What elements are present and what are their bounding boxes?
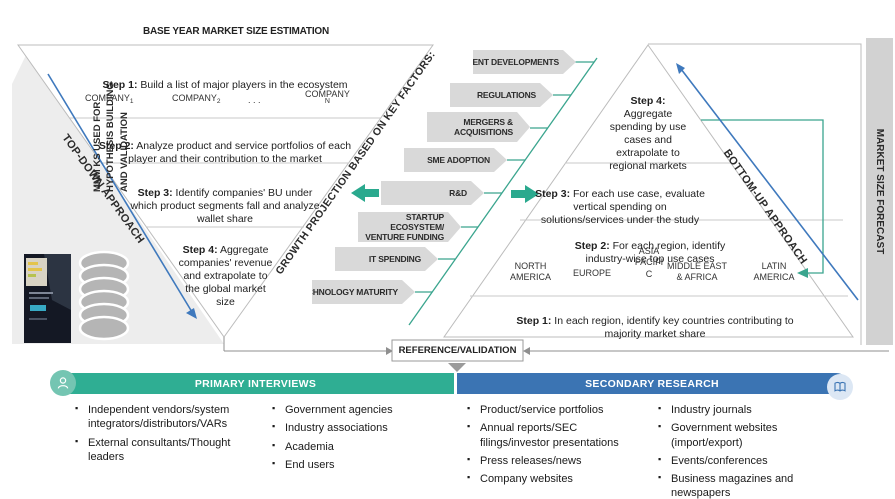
primary-list-col1: Independent vendors/system integrators/d…: [75, 403, 265, 468]
company-2: COMPANY2: [172, 93, 221, 105]
teal-arrowhead: [797, 268, 808, 278]
down-triangle-icon: [448, 363, 466, 372]
company-1: COMPANY1: [85, 93, 134, 105]
td-step2: Step 2: Analyze product and service port…: [98, 140, 352, 166]
base-year-title: BASE YEAR MARKET SIZE ESTIMATION: [143, 26, 330, 37]
factor-startup-ecosystem: STARTUP ECOSYSTEM/ VENTURE FUNDING: [358, 212, 461, 242]
factor-sme-adoption: SME ADOPTION: [404, 148, 507, 172]
factor-recent-developments: RECENT DEVELOPMENTS: [473, 50, 576, 74]
teal-connector-lines: [408, 57, 824, 326]
region-europe: EUROPE: [572, 268, 611, 278]
green-right-arrow: [511, 185, 539, 203]
list-item: Events/conferences: [658, 454, 838, 468]
report-thumbnail: [24, 254, 71, 343]
list-item: Industry associations: [272, 421, 447, 435]
td-step3: Step 3: Identify companies' BU under whi…: [130, 187, 320, 226]
list-item: Press releases/news: [467, 454, 642, 468]
secondary-list-col1: Product/service portfolios Annual report…: [467, 403, 642, 490]
list-item: Government websites (import/export): [658, 421, 838, 450]
database-stack-icon: [78, 250, 130, 341]
bu-step3: Step 3: For each use case, evaluate vert…: [535, 188, 705, 227]
list-item: Business magazines and newspapers: [658, 472, 838, 499]
company-dots: . . .: [248, 95, 261, 105]
secondary-list-col2: Industry journals Government websites (i…: [658, 403, 838, 499]
blue-direction-arrows: [47, 63, 859, 319]
reference-box-border: [391, 339, 524, 362]
right-sidebar-label: MARKET SIZE FORECAST: [874, 128, 885, 255]
factor-mergers-acquisitions: MERGERS & ACQUISITIONS: [427, 112, 530, 142]
td-step4: Step 4: Aggregate companies' revenue and…: [178, 244, 273, 309]
bu-step2: Step 2: For each region, identify indust…: [574, 240, 726, 266]
market-size-forecast-bar: [866, 38, 893, 345]
bu-step1: Step 1: In each region, identify key cou…: [516, 315, 794, 341]
region-middle-east-africa: MIDDLE EAST & AFRICA: [666, 261, 727, 283]
book-icon: [827, 374, 853, 400]
region-north-america: NORTH AMERICA: [509, 261, 551, 283]
person-icon: [50, 370, 76, 396]
primary-list-col2: Government agencies Industry association…: [272, 403, 447, 476]
list-item: Government agencies: [272, 403, 447, 417]
list-item: Product/service portfolios: [467, 403, 642, 417]
secondary-research-header: SECONDARY RESEARCH: [457, 373, 847, 394]
list-item: Company websites: [467, 472, 642, 486]
bottom-up-pyramid: [443, 44, 854, 338]
td-step1: Step 1: Build a list of major players in…: [75, 66, 375, 92]
list-item: Industry journals: [658, 403, 838, 417]
primary-interviews-header: PRIMARY INTERVIEWS: [57, 373, 454, 394]
reference-validation-box: REFERENCE/VALIDATION: [398, 345, 517, 356]
factor-it-spending: IT SPENDING: [335, 247, 438, 271]
region-asia-pacific: ASIA PACIFIC: [634, 246, 664, 279]
region-latin-america: LATIN AMERICA: [753, 261, 795, 283]
list-item: End users: [272, 458, 447, 472]
factor-technology-maturity: TECHNOLOGY MATURITY: [312, 280, 415, 304]
td-step1-prefix: Step 1:: [102, 79, 138, 92]
list-item: Academia: [272, 440, 447, 454]
factor-regulations: REGULATIONS: [450, 83, 553, 107]
green-left-arrow: [351, 184, 379, 202]
right-container-border: [648, 43, 862, 345]
td-step1-text: Build a list of major players in the eco…: [137, 79, 348, 92]
factor-rd: R&D: [381, 181, 484, 205]
list-item: External consultants/Thought leaders: [75, 436, 265, 465]
list-item: Annual reports/SEC filings/investor pres…: [467, 421, 642, 450]
reference-connectors: [223, 337, 889, 355]
list-item: Independent vendors/system integrators/d…: [75, 403, 265, 432]
bu-step4: Step 4: Aggregate spending by use cases …: [609, 95, 687, 173]
